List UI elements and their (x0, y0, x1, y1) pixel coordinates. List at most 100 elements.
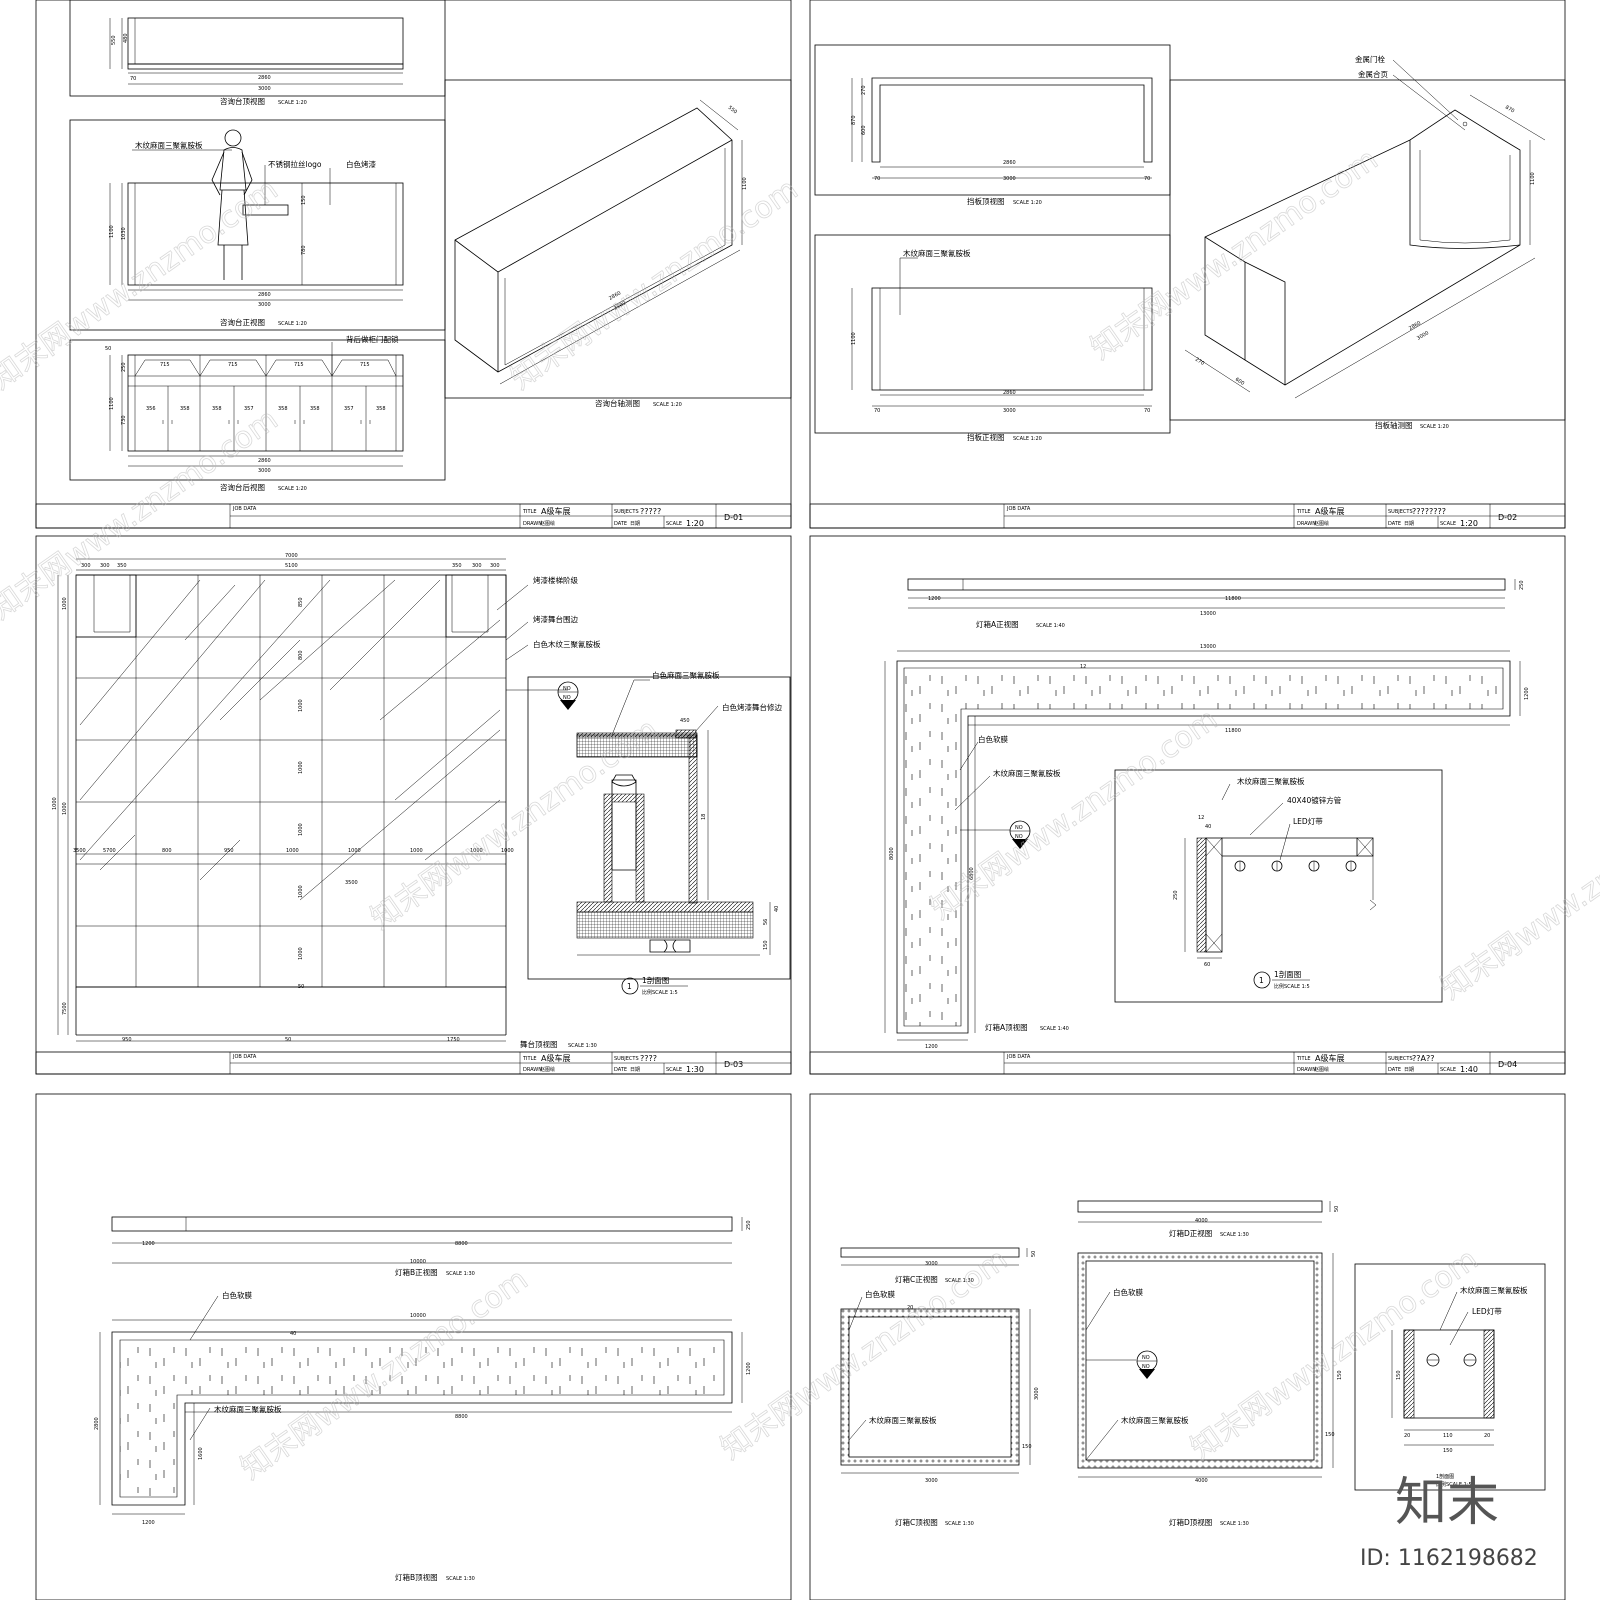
svg-text:870: 870 (851, 115, 857, 125)
lightbox-a-front-view: 1200 11800 13000 250 灯箱A正视图 SCALE 1:40 (907, 578, 1525, 629)
svg-text:D-04: D-04 (1498, 1060, 1517, 1069)
svg-text:JOB DATA: JOB DATA (1006, 506, 1031, 512)
reception-desk-front-view: 1100 1030 150 780 2860 3000 木纹麻面三聚氰胺板 不锈… (109, 129, 404, 327)
svg-text:SCALE 1:20: SCALE 1:20 (653, 402, 682, 408)
svg-text:SCALE 1:30: SCALE 1:30 (945, 1278, 974, 1284)
svg-text:1600: 1600 (198, 1447, 204, 1460)
svg-text:SUBJECTS: SUBJECTS (1388, 1056, 1413, 1062)
svg-text:2800: 2800 (94, 1417, 100, 1430)
svg-text:3500: 3500 (345, 880, 358, 886)
svg-text:20: 20 (1484, 1433, 1490, 1439)
svg-text:250: 250 (1173, 890, 1179, 900)
svg-text:250: 250 (1519, 580, 1525, 590)
svg-text:????: ???? (640, 1054, 657, 1063)
svg-text:13000: 13000 (1200, 644, 1216, 650)
view-caption: 灯箱C正视图 (895, 1274, 938, 1284)
svg-text:7500: 7500 (62, 1002, 68, 1015)
svg-text:SCALE 1:30: SCALE 1:30 (1220, 1232, 1249, 1238)
svg-text:3000: 3000 (1416, 330, 1430, 342)
svg-text:1剖面图: 1剖面图 (1274, 969, 1301, 979)
lightbox-c-front-view: 3000 50 灯箱C正视图 SCALE 1:30 (840, 1247, 1037, 1284)
lightbox-d-front-view: 4000 50 灯箱D正视图 SCALE 1:30 (1077, 1200, 1340, 1238)
svg-text:????????: ???????? (1412, 507, 1446, 516)
svg-text:300: 300 (472, 563, 482, 569)
view-caption: 灯箱A正视图 (976, 619, 1019, 629)
svg-text:70: 70 (1144, 176, 1150, 182)
svg-text:1000: 1000 (501, 848, 514, 854)
title-block-d04: JOB DATA TITLE A级车展 DRAWN 赵图绘 SUBJECTS ?… (809, 1051, 1566, 1075)
svg-text:2860: 2860 (1408, 320, 1422, 332)
svg-text:1000: 1000 (298, 823, 304, 836)
svg-text:12: 12 (1080, 664, 1086, 670)
svg-text:SCALE 1:20: SCALE 1:20 (278, 486, 307, 492)
svg-text:SCALE 1:20: SCALE 1:20 (278, 321, 307, 327)
svg-text:A级车展: A级车展 (1315, 506, 1344, 516)
svg-text:350: 350 (117, 563, 127, 569)
svg-text:木纹麻面三聚氰胺板: 木纹麻面三聚氰胺板 (214, 1404, 282, 1414)
svg-text:NO: NO (1015, 834, 1023, 840)
svg-text:知末网www.znzmo.com: 知末网www.znzmo.com (1435, 782, 1600, 1007)
svg-text:NO: NO (563, 686, 571, 692)
svg-text:715: 715 (360, 362, 370, 368)
svg-text:358: 358 (310, 406, 320, 412)
svg-text:A级车展: A级车展 (541, 506, 570, 516)
svg-text:150: 150 (763, 940, 769, 950)
svg-text:白色麻面三聚氰胺板: 白色麻面三聚氰胺板 (652, 670, 720, 680)
svg-text:730: 730 (121, 415, 127, 425)
svg-text:赵图绘: 赵图绘 (1314, 520, 1329, 527)
svg-text:日期: 日期 (630, 521, 640, 527)
title-block-d03: JOB DATA TITLE A级车展 DRAWN 赵图绘 SUBJECTS ?… (35, 1051, 792, 1075)
svg-text:1100: 1100 (742, 177, 748, 190)
svg-text:7000: 7000 (285, 553, 298, 559)
svg-text:木纹麻面三聚氰胺板: 木纹麻面三聚氰胺板 (993, 768, 1061, 778)
svg-text:不锈钢拉丝logo: 不锈钢拉丝logo (268, 159, 322, 169)
svg-text:D-02: D-02 (1498, 513, 1517, 522)
svg-text:20: 20 (907, 1305, 913, 1311)
view-caption: 灯箱B正视图 (395, 1267, 438, 1277)
svg-text:1000: 1000 (62, 802, 68, 815)
watermarks: 知末网www.znzmo.com 知末网www.znzmo.com 知末网www… (0, 142, 1600, 1487)
svg-text:日期: 日期 (1404, 521, 1414, 527)
svg-text:赵图绘: 赵图绘 (540, 520, 555, 527)
svg-text:270: 270 (1194, 357, 1205, 367)
view-caption: 挡板顶视图 (967, 196, 1005, 206)
brand-logo: 知末 (1395, 1473, 1499, 1533)
svg-text:70: 70 (130, 76, 136, 82)
svg-text:1100: 1100 (851, 332, 857, 345)
svg-text:8000: 8000 (889, 847, 895, 860)
svg-text:8800: 8800 (455, 1414, 468, 1420)
svg-text:5100: 5100 (285, 563, 298, 569)
view-caption: 灯箱D顶视图 (1169, 1517, 1212, 1527)
svg-text:LED灯带: LED灯带 (1293, 816, 1323, 826)
sheet-d05: 1200 8800 10000 250 灯箱B正视图 SCALE 1:30 10… (94, 1216, 752, 1582)
stage-section-1: NO NO 18 450 40 56 150 白色麻面三聚氰胺板 (506, 670, 791, 996)
svg-text:1030: 1030 (121, 227, 127, 240)
svg-text:150: 150 (301, 195, 307, 205)
view-caption: 灯箱D正视图 (1169, 1228, 1212, 1238)
svg-text:110: 110 (1443, 1433, 1453, 1439)
svg-text:850: 850 (298, 597, 304, 607)
svg-text:NO: NO (563, 695, 571, 701)
svg-text:1:30: 1:30 (686, 1065, 704, 1074)
svg-text:DATE: DATE (614, 1067, 627, 1073)
title-block-d01: JOB DATA TITLE A级车展 DRAWN 赵图绘 SUBJECTS ?… (35, 503, 792, 529)
svg-text:357: 357 (344, 406, 354, 412)
svg-text:450: 450 (680, 718, 690, 724)
lightbox-a-section-1: 250 12 40 60 木纹麻面三聚氰胺板 40X40镀锌方管 LED灯带 1… (1114, 769, 1443, 1003)
svg-text:DRAWN: DRAWN (1297, 521, 1316, 527)
image-id-text: ID: 1162198682 (1360, 1546, 1538, 1571)
svg-text:DATE: DATE (1388, 521, 1401, 527)
logo-plate (242, 204, 289, 216)
svg-text:TITLE: TITLE (522, 509, 537, 515)
svg-text:JOB DATA: JOB DATA (232, 1054, 257, 1060)
svg-text:550: 550 (111, 35, 117, 45)
svg-text:知末网www.znzmo.com: 知末网www.znzmo.com (505, 172, 805, 397)
sheet-d03: 7000 300 300 350 5100 350 300 300 1000 1… (52, 553, 791, 1049)
svg-text:SCALE 1:20: SCALE 1:20 (1420, 424, 1449, 430)
svg-text:1:20: 1:20 (686, 519, 704, 528)
stage-top-view: 7000 300 300 350 5100 350 300 300 1000 1… (52, 553, 601, 1049)
svg-text:40: 40 (1205, 824, 1211, 830)
sheet-d04: 1200 11800 13000 250 灯箱A正视图 SCALE 1:40 1… (884, 578, 1530, 1050)
svg-text:600: 600 (861, 125, 867, 135)
